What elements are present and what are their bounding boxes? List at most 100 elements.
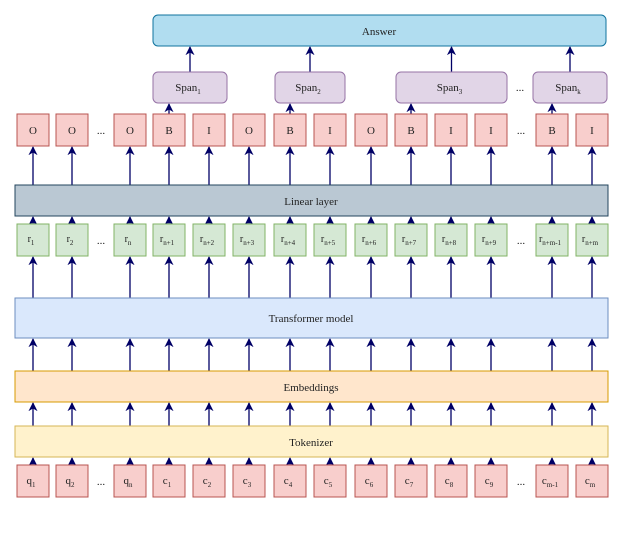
tag-label: O — [367, 125, 375, 137]
tag-box — [354, 113, 388, 147]
tag-box — [474, 113, 508, 147]
token-label: c2 — [203, 475, 212, 489]
token-box — [354, 464, 388, 498]
rep-box — [273, 223, 307, 257]
rep-label: rn+m — [582, 234, 599, 247]
token-box — [313, 464, 347, 498]
rep-label: rn+5 — [321, 234, 336, 247]
token-label: c3 — [243, 475, 252, 489]
span-box — [274, 71, 346, 104]
token-label: q2 — [66, 475, 76, 489]
tag-label: B — [286, 125, 293, 137]
tag-label: I — [207, 125, 211, 137]
tag-label: I — [449, 125, 453, 137]
span-box — [395, 71, 508, 104]
span-box — [532, 71, 608, 104]
rep-box — [474, 223, 508, 257]
rep-label: rn+2 — [200, 234, 215, 247]
tokenizer-box — [14, 425, 609, 458]
token-label: c1 — [163, 475, 172, 489]
answer-label: Answer — [362, 26, 397, 38]
rep-label: rn+3 — [240, 234, 255, 247]
tag-label: O — [245, 125, 253, 137]
token-box — [474, 464, 508, 498]
tag-label: B — [407, 125, 414, 137]
ellipsis: ... — [516, 82, 525, 94]
token-box — [535, 464, 569, 498]
embeddings-label: Embeddings — [284, 382, 339, 394]
tag-label: B — [548, 125, 555, 137]
rep-label: rn+m-1 — [539, 234, 562, 247]
token-box — [16, 464, 50, 498]
linear-layer-box — [14, 184, 609, 217]
ellipsis: ... — [97, 125, 106, 137]
token-label: c9 — [485, 475, 494, 489]
tokenizer-label: Tokenizer — [289, 437, 333, 449]
answer-box — [152, 14, 607, 47]
rep-box — [354, 223, 388, 257]
token-box — [273, 464, 307, 498]
arrows-layer — [28, 46, 597, 467]
token-label: c7 — [405, 475, 414, 489]
span-label: Span1 — [175, 82, 201, 96]
tag-box — [273, 113, 307, 147]
tag-label: I — [328, 125, 332, 137]
token-label: c8 — [445, 475, 454, 489]
rep-label: r1 — [28, 234, 35, 247]
rep-box — [232, 223, 266, 257]
tag-label: O — [29, 125, 37, 137]
token-box — [575, 464, 609, 498]
transformer-model-box — [14, 297, 609, 339]
transformer-model-label: Transformer model — [269, 313, 354, 325]
token-label: c6 — [365, 475, 374, 489]
tag-box — [16, 113, 50, 147]
span-box — [152, 71, 228, 104]
tag-box — [575, 113, 609, 147]
rep-label: rn+8 — [442, 234, 457, 247]
rep-label: rn — [125, 234, 132, 247]
tag-box — [152, 113, 186, 147]
tag-box — [232, 113, 266, 147]
rep-box — [55, 223, 89, 257]
token-box — [152, 464, 186, 498]
tag-box — [394, 113, 428, 147]
token-label: c4 — [284, 475, 293, 489]
ellipsis: ... — [517, 125, 526, 137]
rep-label: rn+4 — [281, 234, 296, 247]
token-box — [232, 464, 266, 498]
rep-label: rn+6 — [362, 234, 377, 247]
rep-box — [434, 223, 468, 257]
ellipsis: ... — [97, 235, 106, 247]
representations-row: r1 r2... rn rn+1 rn+2 rn+3 rn+4 rn+5 rn+6 rn+7 rn+… — [16, 223, 609, 257]
rep-label: rn+1 — [160, 234, 175, 247]
ellipsis: ... — [97, 476, 106, 488]
embeddings-box — [14, 370, 609, 403]
token-box — [113, 464, 147, 498]
tag-box — [535, 113, 569, 147]
rep-box — [152, 223, 186, 257]
token-box — [55, 464, 89, 498]
rep-label: rn+7 — [402, 234, 417, 247]
tag-box — [313, 113, 347, 147]
rep-label: r2 — [67, 234, 74, 247]
token-box — [192, 464, 226, 498]
tag-label: O — [126, 125, 134, 137]
rep-box — [113, 223, 147, 257]
token-box — [394, 464, 428, 498]
tag-label: B — [165, 125, 172, 137]
tag-box — [434, 113, 468, 147]
rep-label: rn+9 — [482, 234, 497, 247]
tag-label: I — [590, 125, 594, 137]
rep-box — [394, 223, 428, 257]
rep-box — [192, 223, 226, 257]
linear-layer-label: Linear layer — [284, 196, 338, 208]
span-label: Span3 — [437, 82, 463, 96]
tag-box — [113, 113, 147, 147]
ellipsis: ... — [517, 476, 526, 488]
tag-box — [192, 113, 226, 147]
token-box — [434, 464, 468, 498]
token-label: q1 — [27, 475, 37, 489]
